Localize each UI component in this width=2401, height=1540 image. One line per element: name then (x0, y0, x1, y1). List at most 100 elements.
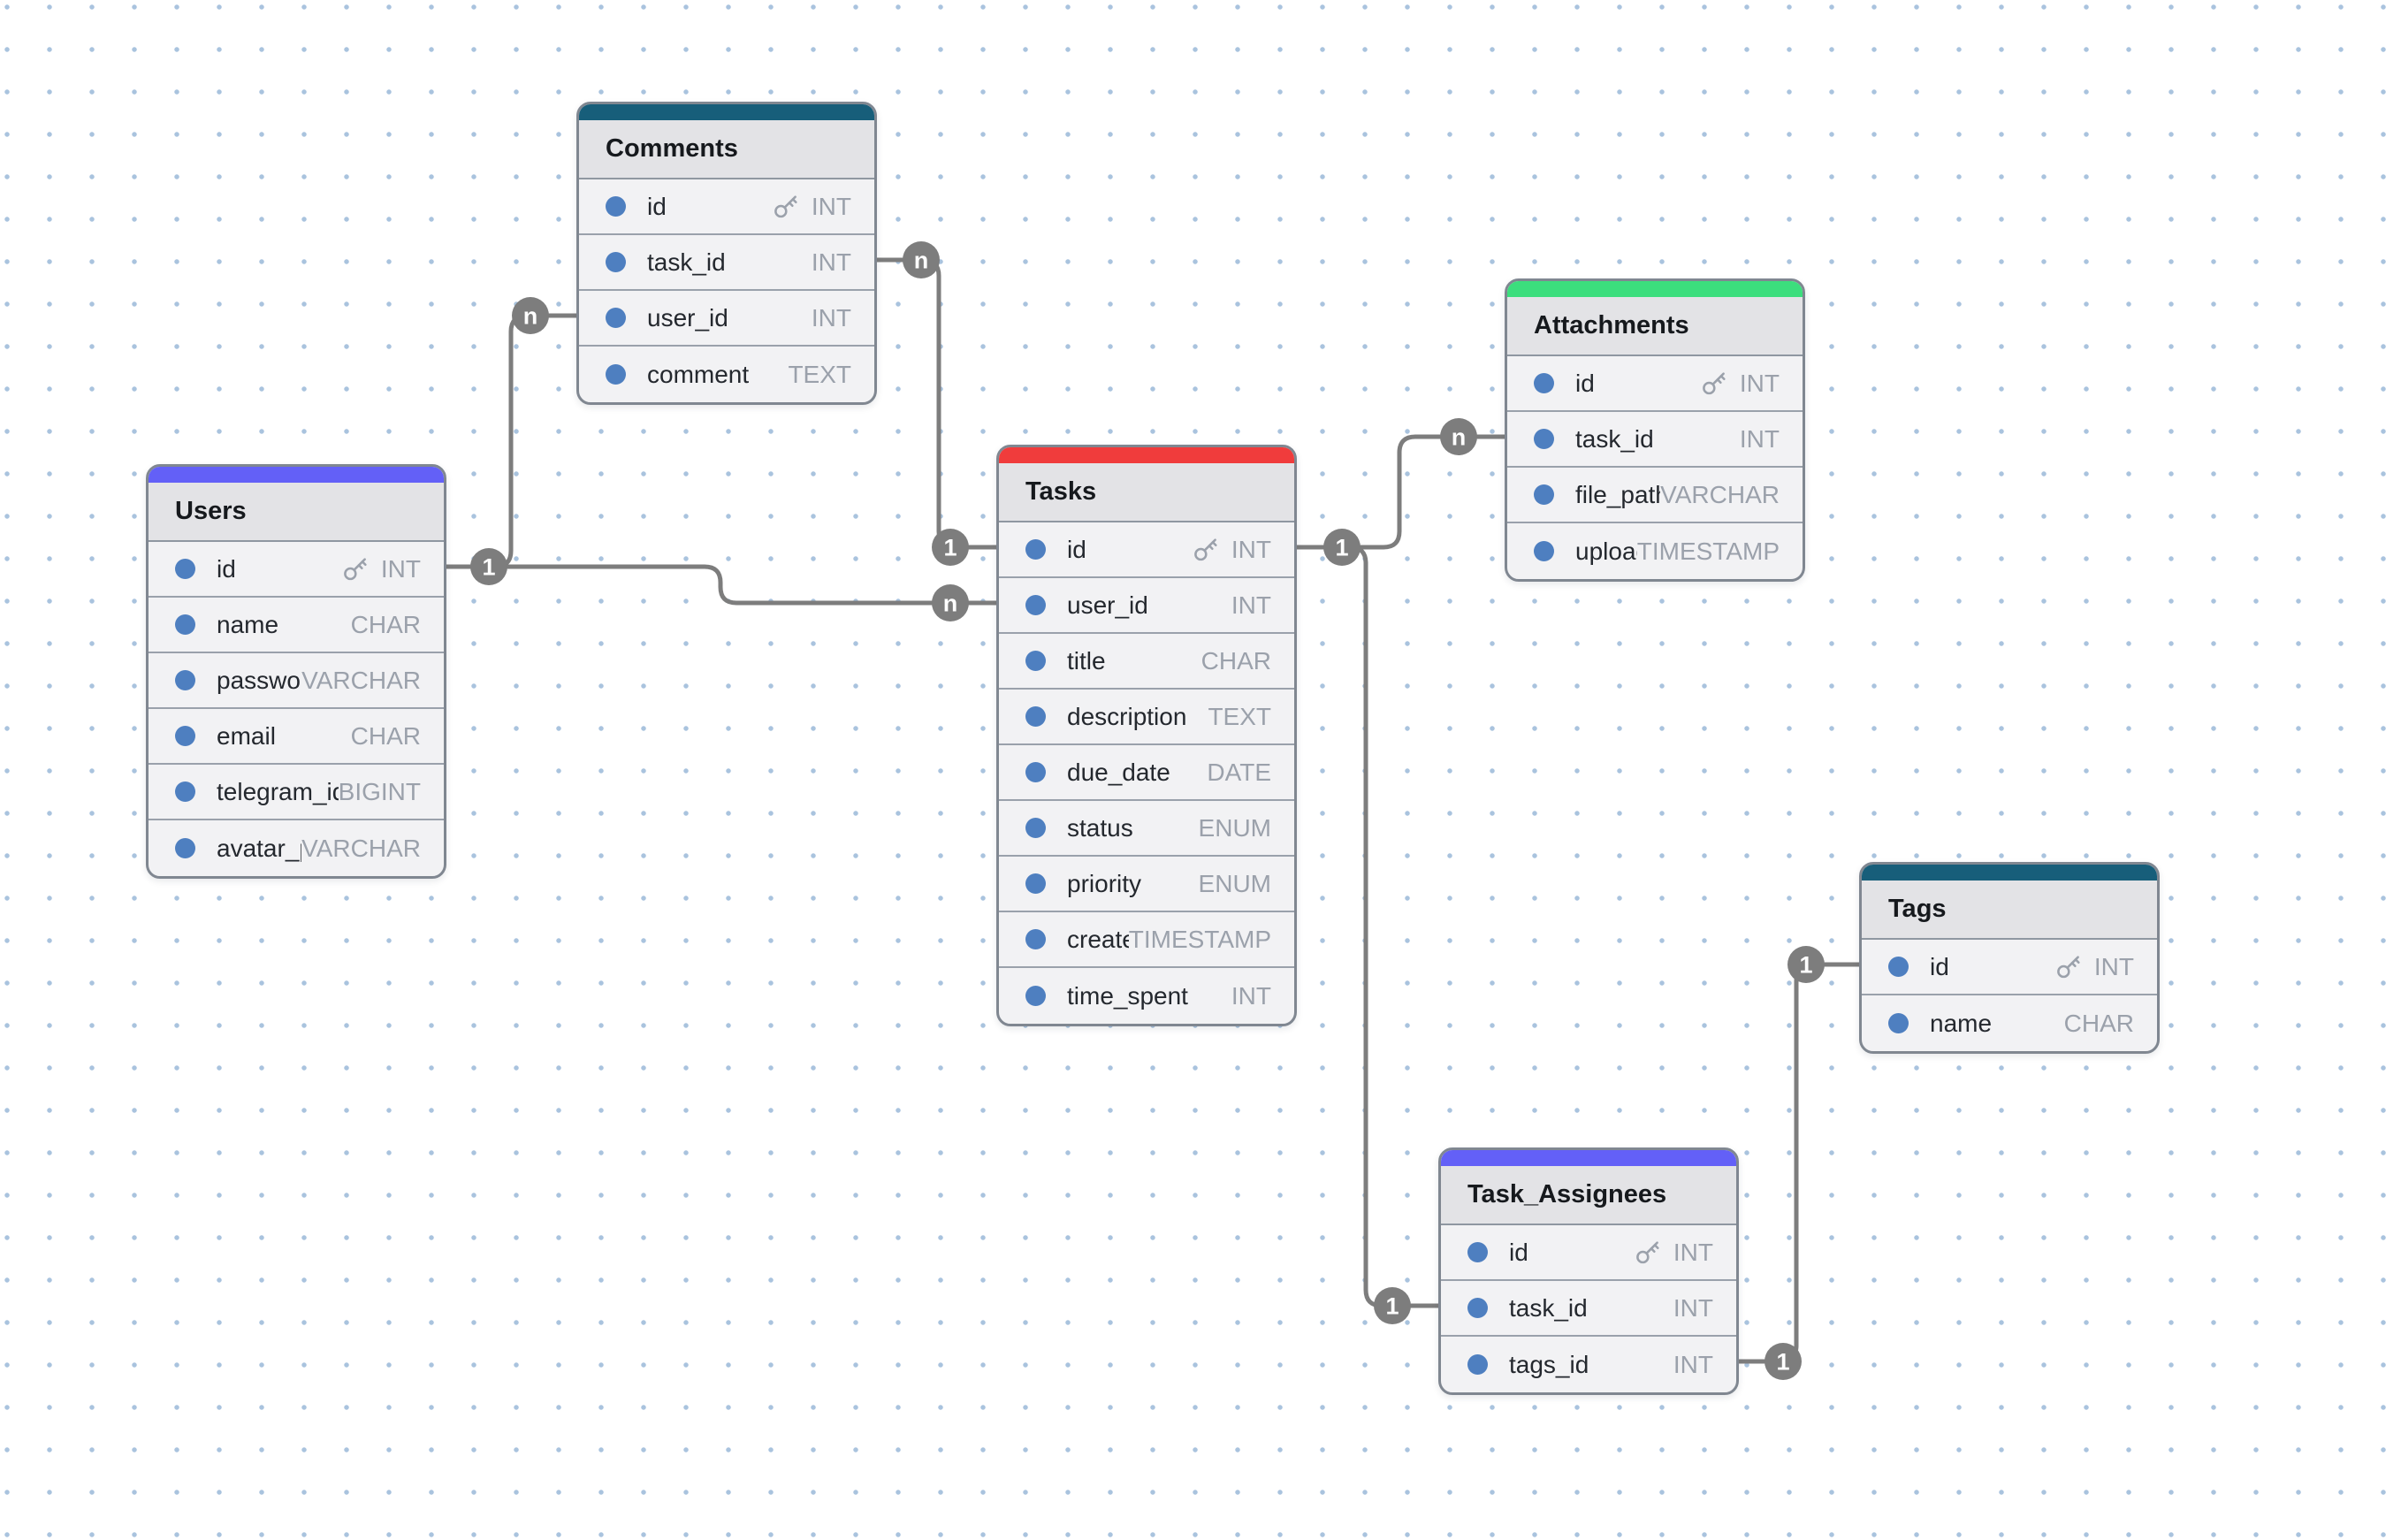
field-type: CHAR (351, 611, 421, 639)
field-type-label: DATE (1207, 758, 1271, 786)
table-title: Comments (579, 120, 874, 179)
field-name: telegram_id (217, 777, 339, 805)
field-name: file_path (1575, 480, 1661, 508)
field-type: VARCHAR (301, 835, 421, 863)
field-name: avatar_pa... (217, 834, 301, 862)
table-field-row[interactable]: time_spent INT (999, 968, 1294, 1024)
field-dot-icon (1025, 986, 1046, 1006)
table-field-row[interactable]: created... TIMESTAMP (999, 912, 1294, 968)
field-name: task_id (647, 248, 726, 276)
field-type-label: CHAR (350, 721, 421, 750)
field-name: comment (647, 360, 750, 388)
table-field-row[interactable]: task_id INT (579, 235, 874, 291)
field-name: id (1509, 1238, 1528, 1266)
table-field-list: id INT task_id INT file_path VARCHAR upl… (1507, 356, 1803, 579)
field-name: id (1930, 952, 1949, 980)
field-type-label: INT (1673, 1350, 1713, 1378)
table-field-row[interactable]: file_path VARCHAR (1507, 468, 1803, 523)
svg-text:1: 1 (1776, 1349, 1789, 1376)
table-field-row[interactable]: user_id INT (579, 291, 874, 347)
field-type: INT (1673, 1351, 1713, 1379)
table-field-row[interactable]: description TEXT (999, 690, 1294, 745)
cardinality-badge: 1 (1374, 1287, 1411, 1324)
table-field-row[interactable]: name CHAR (149, 598, 444, 653)
field-name: priority (1067, 869, 1142, 897)
table-node-tasks[interactable]: Tasks id INT user_id INT title CHAR de (996, 445, 1297, 1026)
field-type: TIMESTAMP (1129, 926, 1271, 954)
field-type: TEXT (1208, 703, 1271, 731)
field-type: CHAR (2064, 1010, 2134, 1038)
table-field-row[interactable]: task_id INT (1507, 412, 1803, 468)
field-name: upload... (1575, 537, 1637, 565)
field-dot-icon (1534, 541, 1554, 561)
field-dot-icon (1025, 929, 1046, 949)
svg-text:n: n (914, 248, 929, 274)
field-name: user_id (1067, 591, 1148, 619)
field-type: ENUM (1199, 814, 1271, 842)
table-field-row[interactable]: tags_id INT (1441, 1337, 1736, 1392)
field-type: CHAR (1201, 647, 1271, 675)
table-field-row[interactable]: task_id INT (1441, 1281, 1736, 1337)
cardinality-badge: 1 (1787, 946, 1825, 983)
field-name: name (1930, 1009, 1993, 1037)
table-field-row[interactable]: id INT (149, 542, 444, 598)
table-title: Users (149, 483, 444, 542)
field-type-label: ENUM (1198, 813, 1271, 842)
field-name: status (1067, 813, 1133, 842)
table-color-strip (1862, 865, 2157, 881)
field-type: INT (771, 192, 851, 222)
field-name: task_id (1575, 424, 1654, 453)
table-field-row[interactable]: comment TEXT (579, 347, 874, 402)
cardinality-badge: 1 (1323, 529, 1361, 566)
field-type-label: INT (380, 554, 421, 583)
relationship-line[interactable] (1297, 434, 1505, 550)
table-field-row[interactable]: password VARCHAR (149, 653, 444, 709)
table-field-row[interactable]: telegram_id BIGINT (149, 765, 444, 820)
field-type-label: INT (1739, 424, 1780, 453)
field-type-label: CHAR (1200, 646, 1271, 675)
table-color-strip (1441, 1150, 1736, 1166)
table-field-row[interactable]: id INT (1507, 356, 1803, 412)
svg-text:1: 1 (482, 554, 495, 581)
table-field-row[interactable]: id INT (999, 522, 1294, 578)
table-field-row[interactable]: upload... TIMESTAMP (1507, 523, 1803, 579)
table-field-row[interactable]: email CHAR (149, 709, 444, 765)
field-type: INT (1740, 425, 1780, 454)
field-type: INT (1231, 591, 1271, 620)
table-node-task_assignees[interactable]: Task_Assignees id INT task_id INT tags_i… (1438, 1147, 1739, 1395)
field-name: task_id (1509, 1293, 1588, 1322)
cardinality-badge: n (903, 241, 940, 278)
field-name: time_spent (1067, 981, 1188, 1010)
field-type-label: TEXT (1208, 702, 1271, 730)
table-node-tags[interactable]: Tags id INT name CHAR (1859, 862, 2160, 1054)
field-dot-icon (606, 364, 626, 385)
field-type-label: TIMESTAMP (1636, 537, 1780, 565)
table-field-row[interactable]: user_id INT (999, 578, 1294, 634)
table-field-row[interactable]: avatar_pa... VARCHAR (149, 820, 444, 876)
table-node-comments[interactable]: Comments id INT task_id INT user_id INT (576, 102, 877, 405)
table-field-row[interactable]: priority ENUM (999, 857, 1294, 912)
relationship-line[interactable] (446, 564, 996, 606)
table-field-row[interactable]: title CHAR (999, 634, 1294, 690)
cardinality-badge: 1 (1765, 1343, 1802, 1380)
field-type: VARCHAR (1660, 481, 1780, 509)
svg-text:n: n (523, 303, 538, 330)
table-node-users[interactable]: Users id INT name CHAR password VARCHAR (146, 464, 446, 879)
table-field-row[interactable]: id INT (579, 179, 874, 235)
field-type-label: INT (1739, 369, 1780, 397)
table-field-row[interactable]: due_date DATE (999, 745, 1294, 801)
field-type: INT (1699, 369, 1780, 399)
primary-key-icon (1635, 1240, 1659, 1263)
field-type: TEXT (788, 361, 851, 389)
table-field-row[interactable]: status ENUM (999, 801, 1294, 857)
table-field-row[interactable]: name CHAR (1862, 995, 2157, 1051)
table-node-attachments[interactable]: Attachments id INT task_id INT file_path… (1505, 278, 1805, 582)
field-type: DATE (1207, 759, 1271, 787)
field-type-label: VARCHAR (301, 834, 421, 862)
table-field-row[interactable]: id INT (1862, 940, 2157, 995)
table-color-strip (579, 104, 874, 120)
table-field-row[interactable]: id INT (1441, 1225, 1736, 1281)
